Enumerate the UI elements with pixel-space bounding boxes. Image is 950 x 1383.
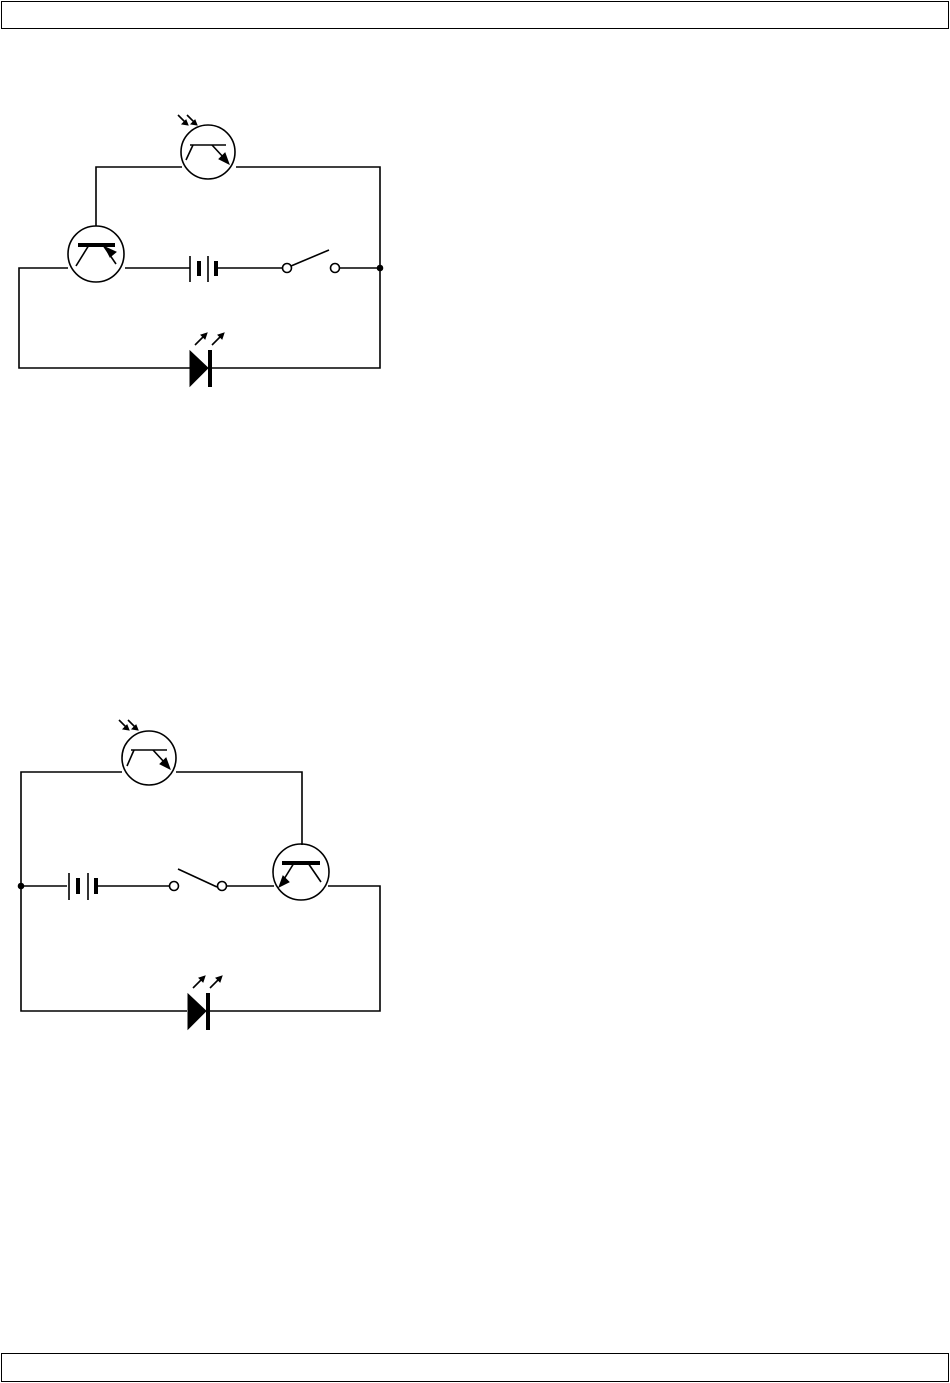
circuit-2-light-in-arrows bbox=[119, 720, 138, 730]
circuit-2-junction-dot bbox=[18, 883, 24, 889]
footer-text bbox=[2, 1360, 8, 1374]
circuit-2-switch bbox=[170, 869, 227, 891]
circuit-2-phototransistor bbox=[119, 720, 176, 785]
circuit-2-wires bbox=[21, 772, 380, 1011]
circuit-2-light-out-arrows bbox=[193, 976, 222, 988]
circuit-2-transistor bbox=[273, 844, 329, 900]
circuit-2-led bbox=[188, 976, 222, 1030]
footer-bar bbox=[1, 1353, 949, 1382]
circuit-diagram-2 bbox=[0, 0, 950, 1060]
circuit-2-battery bbox=[69, 873, 96, 900]
